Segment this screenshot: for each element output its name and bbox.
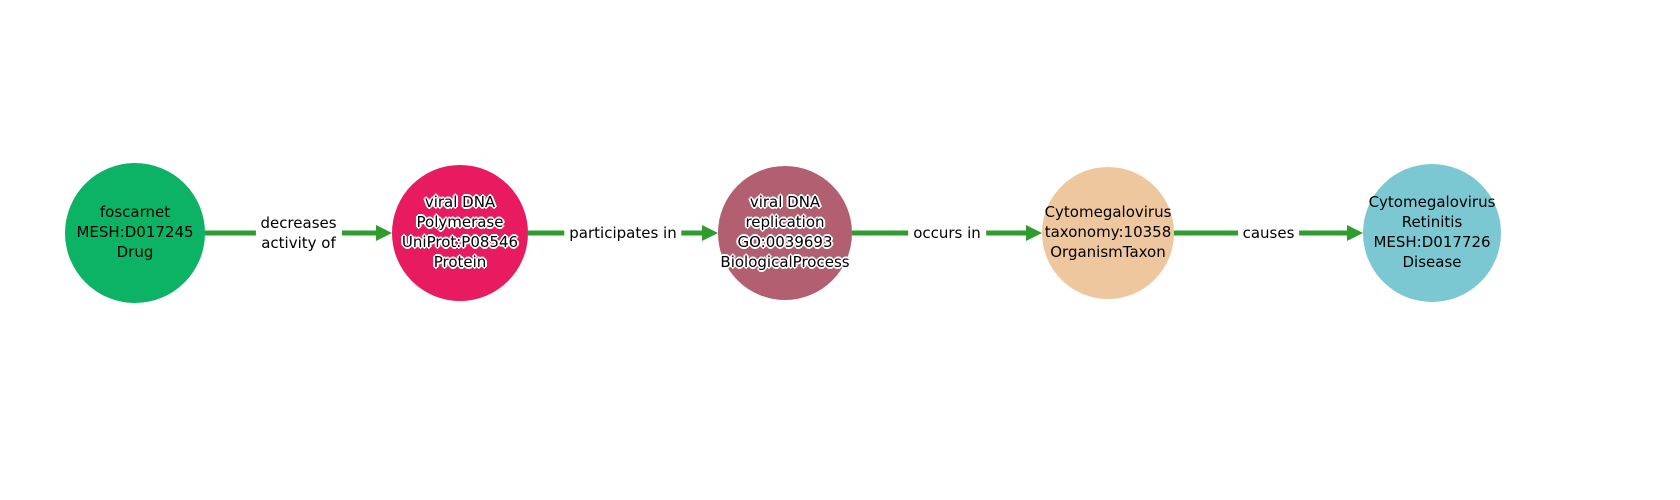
edge-decreases-activity-of: decreases activity of [205, 203, 392, 263]
edge-participates-in: participates in [528, 203, 718, 263]
node-label-line: Retinitis [1401, 213, 1463, 232]
node-label-line: MESH:D017245 [76, 223, 194, 242]
node-label-line: Cytomegalovirus [1368, 193, 1496, 212]
node-label-line: Disease [1402, 252, 1462, 271]
edge-label-line: activity of [261, 234, 336, 252]
node-label-line: viral DNA [424, 193, 496, 212]
edge-label-line: participates in [569, 223, 677, 242]
node-label-line: Protein [433, 252, 487, 271]
edge-label-line: causes [1242, 223, 1295, 242]
node-label-line: Drug [116, 242, 154, 261]
node-viral-dna-polymerase-protein: viral DNA Polymerase UniProt:P08546 Prot… [392, 165, 528, 301]
node-viral-dna-replication-process: viral DNA replication GO:0039693 Biologi… [718, 166, 852, 300]
node-label-line: OrganismTaxon [1050, 242, 1166, 261]
arrowhead-icon [376, 225, 392, 241]
arrowhead-icon [1347, 225, 1363, 241]
node-label-line: MESH:D017726 [1373, 233, 1491, 251]
node-cytomegalovirus-organism-taxon: Cytomegalovirus taxonomy:10358 OrganismT… [1042, 167, 1174, 299]
node-label-line: replication [745, 213, 825, 232]
node-label-line: BiologicalProcess [720, 252, 850, 271]
arrowhead-icon [702, 225, 718, 241]
edge-occurs-in: occurs in [852, 203, 1042, 263]
node-label-line: foscarnet [99, 203, 171, 222]
node-label-line: GO:0039693 [737, 233, 833, 251]
edge-label: participates in [564, 221, 682, 245]
edge-label-line: occurs in [913, 223, 981, 242]
arrowhead-icon [1026, 225, 1042, 241]
node-label-line: Polymerase [416, 213, 504, 232]
node-foscarnet-drug: foscarnet MESH:D017245 Drug [65, 163, 205, 303]
edge-label: decreases activity of [255, 211, 342, 255]
edge-label: causes [1237, 221, 1300, 245]
node-label-line: taxonomy:10358 [1044, 223, 1172, 242]
edge-label: occurs in [908, 221, 986, 245]
node-label-line: Cytomegalovirus [1044, 203, 1172, 222]
edge-label-line: decreases [260, 213, 337, 232]
node-cytomegalovirus-retinitis-disease: Cytomegalovirus Retinitis MESH:D017726 D… [1363, 164, 1501, 302]
node-label-line: viral DNA [749, 193, 821, 212]
edge-causes: causes [1174, 203, 1363, 263]
node-label-line: UniProt:P08546 [401, 233, 519, 251]
